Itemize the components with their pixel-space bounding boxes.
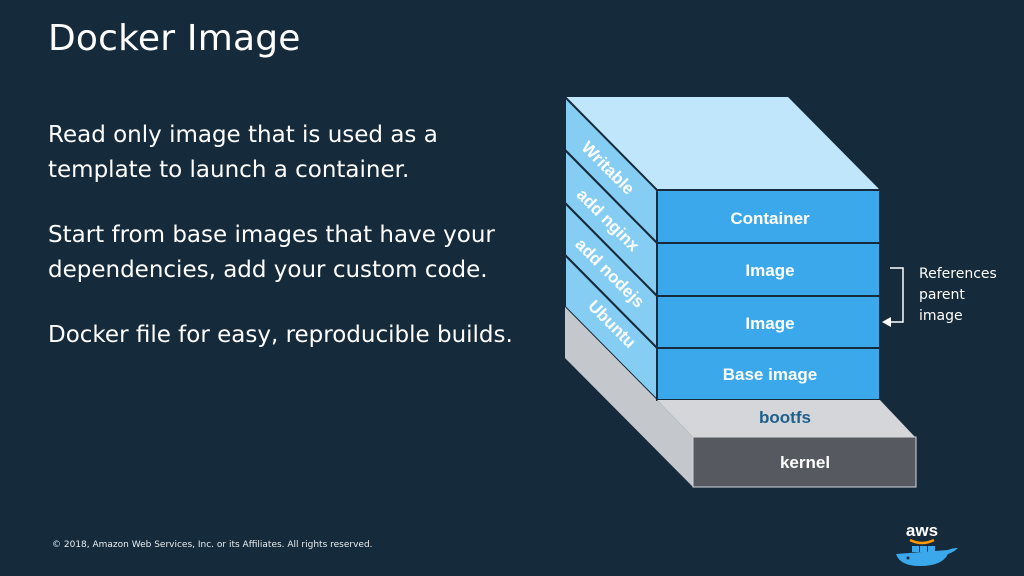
reference-note-line-3: image: [919, 308, 963, 324]
layer-label-kernel: kernel: [780, 453, 830, 472]
bullet-item: Docker file for easy, reproducible build…: [48, 322, 513, 348]
aws-docker-logo-icon: aws: [896, 521, 958, 566]
layer-kernel: [692, 436, 917, 488]
layer-label-container: Container: [730, 209, 810, 228]
layer-label-base-image: Base image: [723, 365, 818, 384]
reference-bracket: [888, 267, 904, 323]
layer-image-2: [656, 295, 881, 349]
reference-arrow-icon: [882, 317, 891, 327]
layer-bootfs: [657, 400, 915, 437]
layer-image-1: [656, 242, 881, 297]
reference-note-line-1: References: [919, 266, 997, 282]
layer-container: [656, 189, 881, 244]
layer-label-image-2: Image: [745, 314, 794, 333]
copyright-footer: © 2018, Amazon Web Services, Inc. or its…: [52, 540, 373, 550]
logo-text: aws: [906, 521, 938, 540]
stack-top-face: [565, 97, 880, 190]
bullet-item: Read only image that is used as a templa…: [48, 122, 438, 183]
reference-note-line-2: parent: [919, 287, 965, 303]
layer-label-bootfs: bootfs: [759, 408, 811, 427]
bullet-item: Start from base images that have your de…: [48, 222, 495, 283]
side-face-bootfs-kernel: [565, 307, 693, 487]
slide-title: Docker Image: [48, 18, 301, 59]
bullet-list: Read only image that is used as a templa…: [48, 118, 518, 383]
layer-label-image-1: Image: [745, 261, 794, 280]
